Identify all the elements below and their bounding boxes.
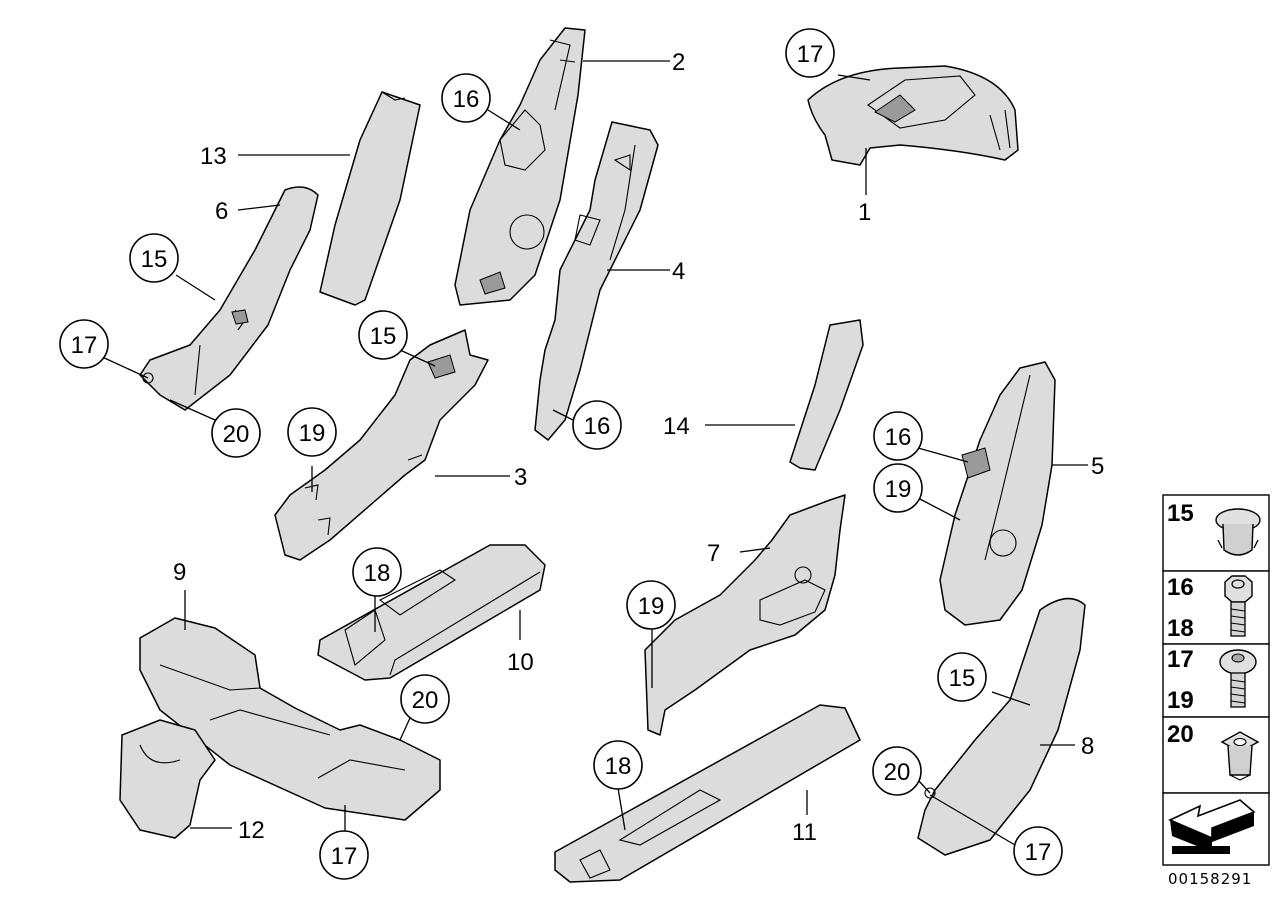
svg-text:19: 19: [638, 593, 665, 620]
label-12: 12: [238, 817, 265, 844]
callout-17-bottom-right: 17: [1013, 826, 1063, 876]
callout-20-left: 20: [211, 408, 261, 458]
callout-15-left: 15: [129, 233, 179, 283]
callout-19-right: 19: [873, 463, 923, 513]
callout-18-bottom: 18: [593, 740, 643, 790]
label-13: 13: [200, 143, 227, 170]
callout-17-top: 17: [785, 28, 835, 78]
callout-16-center: 16: [572, 400, 622, 450]
callout-16-right: 16: [873, 411, 923, 461]
svg-text:17: 17: [797, 41, 824, 68]
label-8: 8: [1081, 733, 1094, 760]
callout-19-center: 19: [626, 580, 676, 630]
callout-17-bottom-left: 17: [319, 830, 369, 880]
svg-text:15: 15: [370, 323, 397, 350]
label-2: 2: [672, 49, 685, 76]
legend-label-15: 15: [1167, 500, 1194, 527]
callout-15-right: 15: [937, 652, 987, 702]
part-1: [807, 65, 1019, 166]
part-3: [274, 329, 489, 561]
label-4: 4: [672, 258, 685, 285]
svg-text:15: 15: [141, 246, 168, 273]
catalog-number: 00158291: [1168, 870, 1252, 888]
svg-text:16: 16: [453, 86, 480, 113]
svg-text:20: 20: [412, 687, 439, 714]
legend-label-17: 17: [1167, 646, 1194, 673]
legend-label-19: 19: [1167, 687, 1194, 714]
label-11: 11: [792, 819, 817, 846]
label-14: 14: [663, 413, 690, 440]
callout-18-center: 18: [352, 547, 402, 597]
svg-text:17: 17: [71, 332, 98, 359]
fastener-legend: 15 16 18 17 19 20: [1162, 494, 1270, 866]
legend-label-18: 18: [1167, 615, 1194, 642]
part-10: [317, 544, 546, 681]
svg-text:19: 19: [885, 476, 912, 503]
part-7: [644, 494, 846, 736]
svg-text:18: 18: [605, 753, 632, 780]
part-12: [119, 719, 216, 839]
callout-15-center: 15: [358, 310, 408, 360]
part-13: [319, 91, 421, 306]
flange-screw-icon: [1219, 649, 1257, 708]
leader-lines: [99, 60, 1088, 846]
callout-19-left: 19: [287, 407, 337, 457]
svg-text:16: 16: [584, 413, 611, 440]
part-8: [917, 597, 1086, 856]
part-4: [534, 121, 659, 441]
svg-text:18: 18: [364, 560, 391, 587]
part-5: [939, 361, 1056, 626]
legend-label-20: 20: [1167, 721, 1194, 748]
clip-rivet-icon: [1215, 508, 1261, 556]
callout-20-right: 20: [872, 746, 922, 796]
label-9: 9: [173, 559, 186, 586]
part-14: [789, 319, 864, 471]
svg-text:17: 17: [331, 843, 358, 870]
label-6: 6: [215, 198, 228, 225]
part-number-labels: 1 2 3 4 5 6 7 8 9 10 11 12 13 14: [173, 49, 1104, 846]
square-nut-icon: [1220, 731, 1260, 781]
label-7: 7: [707, 540, 720, 567]
label-5: 5: [1091, 453, 1104, 480]
direction-arrow-icon: [1168, 799, 1256, 854]
svg-text:20: 20: [884, 759, 911, 786]
label-3: 3: [514, 464, 527, 491]
svg-text:17: 17: [1025, 839, 1052, 866]
part-6: [139, 186, 319, 411]
callout-16-top: 16: [441, 73, 491, 123]
svg-text:19: 19: [299, 420, 326, 447]
label-10: 10: [507, 649, 534, 676]
callout-20-bottom-left: 20: [400, 674, 450, 724]
part-2: [454, 27, 586, 306]
circled-callouts: 17 16 15 17 20 15 16 19: [59, 28, 1063, 880]
part-11: [554, 704, 861, 883]
svg-text:16: 16: [885, 424, 912, 451]
callout-17-left: 17: [59, 319, 109, 369]
svg-text:20: 20: [223, 421, 250, 448]
legend-label-16: 16: [1167, 574, 1194, 601]
label-1: 1: [858, 199, 871, 226]
svg-text:15: 15: [949, 665, 976, 692]
hex-bolt-icon: [1224, 575, 1253, 637]
